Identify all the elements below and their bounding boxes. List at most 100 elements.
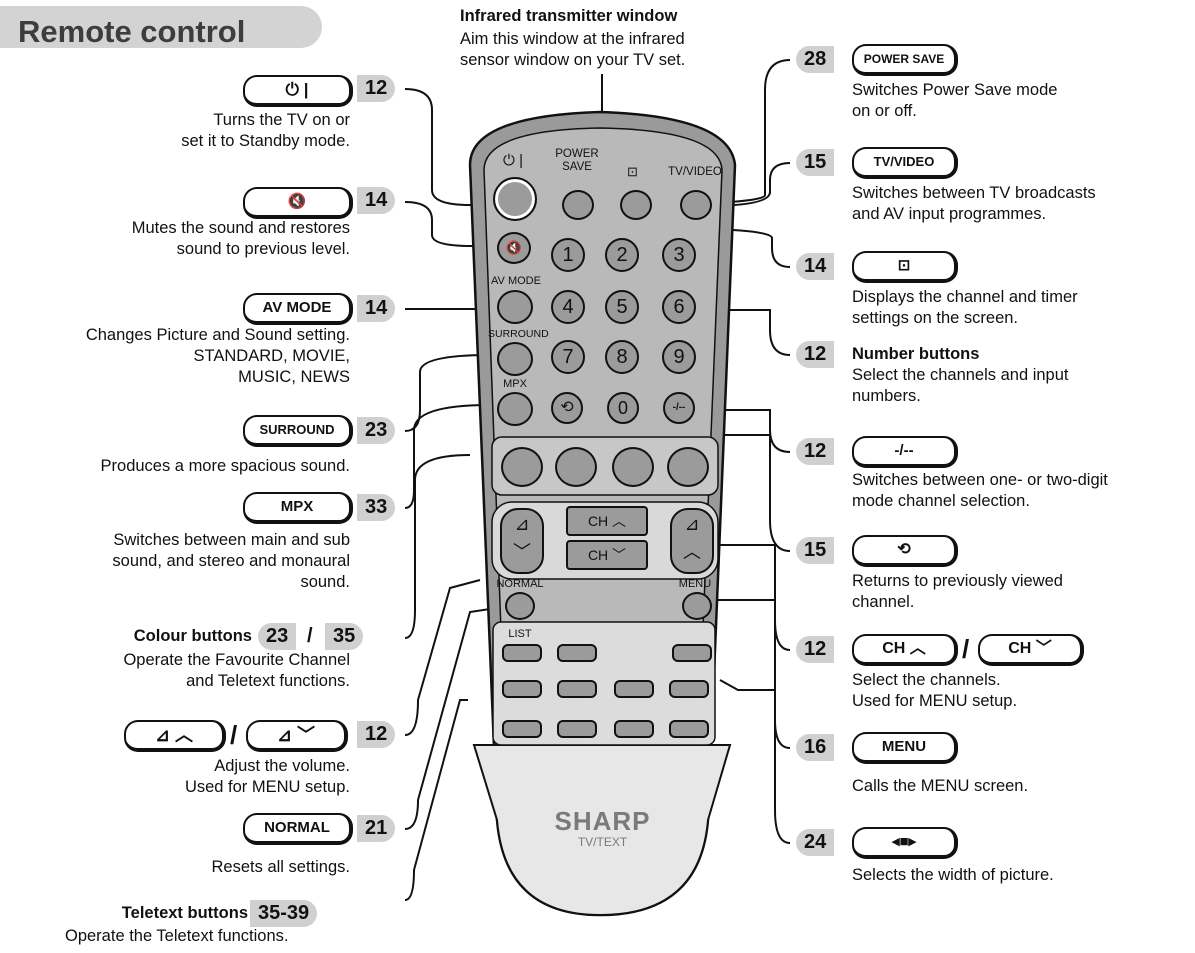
infrared-heading: Infrared transmitter window <box>460 7 678 25</box>
desc-line: Produces a more spacious sound. <box>100 457 350 475</box>
tvvideo-key-icon: TV/VIDEO <box>852 147 958 179</box>
normal-button[interactable] <box>505 592 535 620</box>
number-buttons-heading: Number buttons <box>852 345 980 363</box>
number-button[interactable]: 3 <box>662 238 696 272</box>
surround-label: SURROUND <box>488 328 549 340</box>
volume-up-button[interactable]: ⊿︿ <box>670 508 714 574</box>
number-button[interactable]: 5 <box>605 290 639 324</box>
colour-button[interactable] <box>555 447 597 487</box>
page-ref: 16 <box>796 734 835 761</box>
teletext-button[interactable] <box>614 720 654 738</box>
list-button[interactable] <box>502 644 542 662</box>
desc-line: Switches between one- or two-digit <box>852 471 1108 489</box>
mute-icon: 🔇 <box>505 240 523 255</box>
page-ref: 33 <box>357 494 396 521</box>
page-ref: 14 <box>357 187 396 214</box>
colour-button[interactable] <box>667 447 709 487</box>
channel-down-button[interactable]: CH ﹀ <box>566 540 648 570</box>
teletext-button[interactable] <box>669 680 709 698</box>
teletext-button[interactable] <box>669 720 709 738</box>
volume-down-button[interactable]: ⊿﹀ <box>500 508 544 574</box>
desc-line: sound to previous level. <box>176 240 350 258</box>
wide-mode-button[interactable] <box>672 644 712 662</box>
display-button[interactable] <box>620 190 652 220</box>
desc-line: Used for MENU setup. <box>852 692 1018 710</box>
page-title: Remote control <box>18 14 246 49</box>
number-button[interactable]: 4 <box>551 290 585 324</box>
normal-key-icon: NORMAL <box>243 813 353 845</box>
desc-line: sound, and stereo and monaural <box>112 552 350 570</box>
teletext-button[interactable] <box>614 680 654 698</box>
page-ref: 23 <box>258 623 297 650</box>
tvvideo-label: TV/VIDEO <box>668 166 722 178</box>
power-save-label: POWER SAVE <box>555 148 599 173</box>
desc-line: MUSIC, NEWS <box>238 368 350 386</box>
number-button[interactable]: 2 <box>605 238 639 272</box>
volume-up-icon: ⊿︿ <box>683 514 701 562</box>
page-ref: 24 <box>796 829 835 856</box>
flashback-button[interactable]: ⟲ <box>551 392 583 424</box>
display-key-icon: ⊡ <box>852 251 958 283</box>
teletext-mode-button[interactable] <box>557 644 597 662</box>
page-ref: 15 <box>796 537 835 564</box>
infrared-line1: Aim this window at the infrared <box>460 30 685 48</box>
power-key-icon: ⏻ | <box>243 75 353 107</box>
brand-logo: SHARP <box>554 806 651 836</box>
surround-key-icon: SURROUND <box>243 415 353 447</box>
desc-line: Adjust the volume. <box>214 757 350 775</box>
number-button[interactable]: 8 <box>605 340 639 374</box>
mute-button[interactable]: 🔇 <box>497 232 531 264</box>
separator: / <box>962 634 970 664</box>
menu-key-icon: MENU <box>852 732 958 764</box>
teletext-buttons-heading: Teletext buttons <box>121 904 248 922</box>
avmode-button[interactable] <box>497 290 533 324</box>
teletext-button[interactable] <box>557 720 597 738</box>
desc-line: and Teletext functions. <box>186 672 350 690</box>
power-save-key-icon: POWER SAVE <box>852 44 958 76</box>
desc-line: sound. <box>300 573 350 591</box>
number-button[interactable]: 6 <box>662 290 696 324</box>
page-ref: 35 <box>325 623 364 650</box>
page-ref: 12 <box>357 75 396 102</box>
desc-line: Resets all settings. <box>211 858 350 876</box>
volume-up-key-icon: ⊿ ︿ <box>124 720 226 752</box>
desc-line: Switches between TV broadcasts <box>852 184 1096 202</box>
page-ref: 23 <box>357 417 396 444</box>
desc-line: numbers. <box>852 387 921 405</box>
menu-button[interactable] <box>682 592 712 620</box>
channel-up-key-icon: CH ︿ <box>852 634 958 666</box>
tvvideo-button[interactable] <box>680 190 712 220</box>
desc-line: Switches between main and sub <box>113 531 350 549</box>
power-label: ⏻ | <box>503 152 523 169</box>
teletext-button[interactable] <box>502 680 542 698</box>
colour-buttons-heading: Colour buttons <box>133 627 252 645</box>
page-ref: 35-39 <box>250 900 318 927</box>
number-button[interactable]: 0 <box>607 392 639 424</box>
page-ref: 12 <box>796 636 835 663</box>
teletext-button[interactable] <box>502 720 542 738</box>
colour-button[interactable] <box>501 447 543 487</box>
digit-mode-button[interactable]: -/-- <box>663 392 695 424</box>
number-button[interactable]: 1 <box>551 238 585 272</box>
power-button[interactable] <box>493 177 537 221</box>
colour-button[interactable] <box>612 447 654 487</box>
avmode-key-icon: AV MODE <box>243 293 353 325</box>
page-ref: 21 <box>357 815 396 842</box>
desc-line: Returns to previously viewed <box>852 572 1063 590</box>
avmode-label: AV MODE <box>491 275 541 287</box>
page-ref: 12 <box>357 721 396 748</box>
number-button[interactable]: 7 <box>551 340 585 374</box>
teletext-button[interactable] <box>557 680 597 698</box>
flashback-key-icon: ⟲ <box>852 535 958 567</box>
number-button[interactable]: 9 <box>662 340 696 374</box>
channel-up-button[interactable]: CH ︿ <box>566 506 648 536</box>
desc-line: STANDARD, MOVIE, <box>193 347 350 365</box>
page-ref: 28 <box>796 46 835 73</box>
power-save-button[interactable] <box>562 190 594 220</box>
surround-button[interactable] <box>497 342 533 376</box>
mpx-button[interactable] <box>497 392 533 426</box>
page-ref: 12 <box>796 341 835 368</box>
desc-line: and AV input programmes. <box>852 205 1047 223</box>
desc-line: Mutes the sound and restores <box>131 219 350 237</box>
volume-down-icon: ⊿﹀ <box>513 514 531 562</box>
